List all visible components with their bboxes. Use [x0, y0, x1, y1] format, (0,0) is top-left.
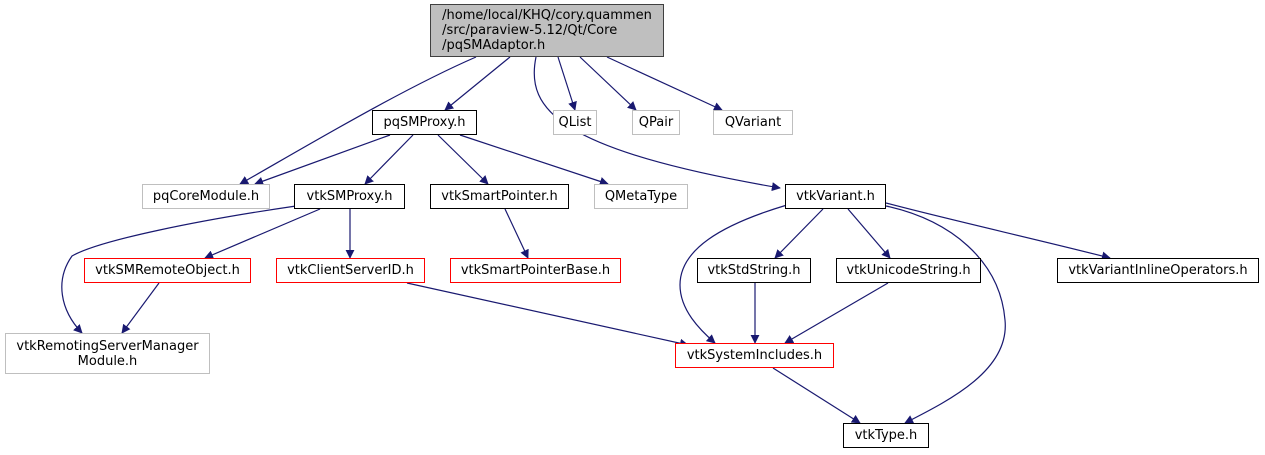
node-pqSMProxy[interactable]: pqSMProxy.h — [372, 110, 477, 135]
node-vtkSMProxy[interactable]: vtkSMProxy.h — [294, 184, 405, 209]
edge-root-to-QList — [557, 56, 577, 111]
node-vtkSmartPointerBase[interactable]: vtkSmartPointerBase.h — [450, 258, 621, 283]
edge-pqSMProxy-to-QMetaType — [459, 134, 609, 186]
edge-vtkUnicodeString-to-vtkSystemIncludes — [784, 282, 889, 344]
node-vtkStdString[interactable]: vtkStdString.h — [697, 258, 811, 283]
node-label: pqSMProxy.h — [383, 115, 466, 130]
node-QPair: QPair — [632, 110, 680, 135]
node-label: vtkSystemIncludes.h — [686, 348, 823, 363]
node-label: pqCoreModule.h — [152, 189, 260, 204]
edge-vtkSMRemoteObject-to-vtkRemotingServerManagerModule — [121, 282, 160, 334]
node-label: vtkClientServerID.h — [287, 263, 414, 278]
edge-vtkSMProxy-to-vtkRemotingServerManagerModule — [61, 205, 297, 334]
edge-vtkVariant-to-vtkStdString — [774, 208, 824, 259]
node-label: /home/local/KHQ/cory.quammen /src/paravi… — [442, 8, 652, 53]
node-vtkType[interactable]: vtkType.h — [843, 423, 929, 448]
node-label: vtkRemotingServerManager Module.h — [16, 338, 199, 369]
edge-vtkVariant-to-vtkType — [885, 205, 1006, 424]
node-label: vtkVariantInlineOperators.h — [1068, 263, 1248, 278]
node-label: vtkSmartPointerBase.h — [460, 263, 611, 278]
node-label: vtkVariant.h — [796, 189, 875, 204]
edge-vtkVariant-to-vtkSystemIncludes — [679, 204, 788, 344]
node-root: /home/local/KHQ/cory.quammen /src/paravi… — [430, 4, 664, 57]
edge-vtkSmartPointer-to-vtkSmartPointerBase — [504, 208, 529, 259]
node-label: QPair — [638, 115, 674, 130]
node-label: vtkSMProxy.h — [306, 189, 393, 204]
node-vtkRemotingServerManagerModule: vtkRemotingServerManager Module.h — [5, 333, 210, 374]
node-vtkClientServerID[interactable]: vtkClientServerID.h — [276, 258, 425, 283]
edge-vtkSMProxy-to-vtkSMRemoteObject — [204, 208, 321, 259]
node-label: QMetaType — [604, 189, 678, 204]
edge-vtkVariant-to-vtkVariantInlineOperators — [885, 202, 1111, 261]
node-vtkSmartPointer[interactable]: vtkSmartPointer.h — [430, 184, 569, 209]
node-label: vtkSMRemoteObject.h — [95, 263, 240, 278]
edge-root-to-pqCoreModule — [239, 56, 477, 185]
edge-vtkVariant-to-vtkUnicodeString — [847, 208, 891, 259]
node-vtkSMRemoteObject[interactable]: vtkSMRemoteObject.h — [84, 258, 251, 283]
node-label: vtkStdString.h — [707, 263, 801, 278]
node-label: QVariant — [724, 115, 782, 130]
node-QMetaType: QMetaType — [594, 184, 688, 209]
node-label: QList — [558, 115, 592, 130]
node-label: vtkSmartPointer.h — [441, 189, 558, 204]
edge-pqSMProxy-to-vtkSMProxy — [364, 134, 414, 185]
edge-vtkSystemIncludes-to-vtkType — [772, 367, 861, 424]
edge-root-to-QVariant — [606, 56, 723, 111]
node-vtkSystemIncludes[interactable]: vtkSystemIncludes.h — [675, 343, 834, 368]
node-vtkUnicodeString[interactable]: vtkUnicodeString.h — [836, 258, 981, 283]
node-label: vtkUnicodeString.h — [846, 263, 971, 278]
edge-vtkClientServerID-to-vtkSystemIncludes — [406, 282, 689, 348]
node-label: vtkType.h — [854, 428, 918, 443]
edge-root-to-pqSMProxy — [444, 56, 511, 111]
edge-pqSMProxy-to-vtkSmartPointer — [437, 134, 489, 185]
node-QList: QList — [553, 110, 597, 135]
edge-root-to-QPair — [579, 56, 637, 111]
node-QVariant: QVariant — [713, 110, 793, 135]
node-vtkVariantInlineOperators[interactable]: vtkVariantInlineOperators.h — [1057, 258, 1259, 283]
node-pqCoreModule: pqCoreModule.h — [142, 184, 270, 209]
edge-pqSMProxy-to-pqCoreModule — [254, 134, 391, 186]
node-vtkVariant[interactable]: vtkVariant.h — [785, 184, 886, 209]
